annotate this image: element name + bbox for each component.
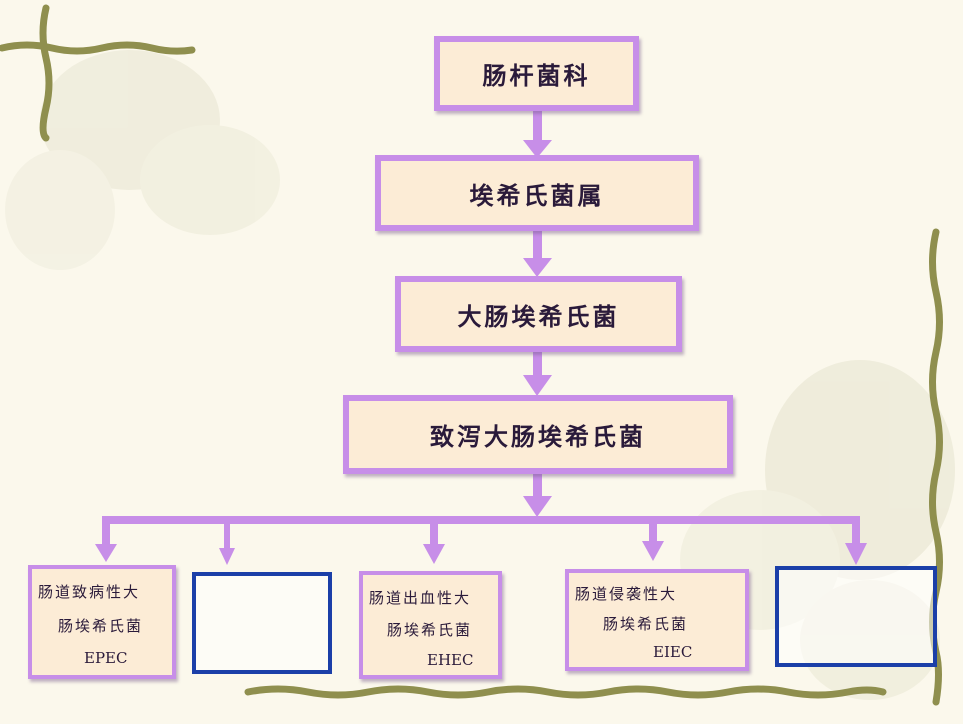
node-level1-label: 肠杆菌科 — [482, 61, 591, 90]
drop-4-arrowhead — [642, 541, 664, 561]
leaf-ehec-line1: 肠道出血性大 — [369, 589, 472, 607]
link-4-bus-arrowhead — [523, 496, 552, 517]
leaf-empty-box-1 — [192, 572, 332, 674]
leaf-epec: 肠道致病性大 肠埃希氏菌 EPEC — [28, 565, 176, 679]
leaf-eiec: 肠道侵袭性大 肠埃希氏菌 EIEC — [565, 569, 749, 671]
leaf-eiec-line1: 肠道侵袭性大 — [575, 585, 678, 603]
link-2-3-arrowhead — [523, 258, 552, 277]
drop-1-arrowhead — [95, 544, 117, 562]
leaf-eiec-code: EIEC — [653, 643, 693, 661]
drop-2-arrowhead — [219, 548, 235, 565]
node-level2-label: 埃希氏菌属 — [469, 180, 605, 210]
leaf-ehec-line2: 肠埃希氏菌 — [387, 621, 473, 639]
link-3-4-shaft — [533, 352, 542, 386]
node-level3-label: 大肠埃希氏菌 — [457, 301, 620, 331]
link-1-2-shaft — [533, 110, 542, 150]
drop-5-arrowhead — [845, 543, 867, 565]
link-3-4-arrowhead — [523, 375, 552, 396]
leaf-empty-box-2 — [775, 566, 937, 667]
drop-4-shaft — [649, 516, 657, 544]
leaf-epec-line2: 肠埃希氏菌 — [58, 617, 144, 635]
node-level4-label: 致泻大肠埃希氏菌 — [430, 422, 646, 451]
flower-blob-top-left-2 — [140, 125, 280, 235]
node-level1: 肠杆菌科 — [434, 36, 639, 111]
leaf-eiec-line2: 肠埃希氏菌 — [603, 615, 689, 633]
node-level3: 大肠埃希氏菌 — [395, 276, 682, 352]
vine-top-left-vertical — [39, 4, 53, 142]
vine-top-left-horizontal — [0, 41, 196, 55]
link-4-bus-shaft — [533, 474, 542, 504]
drop-1-shaft — [102, 516, 110, 546]
node-level4: 致泻大肠埃希氏菌 — [343, 395, 733, 474]
branch-bus — [102, 516, 860, 524]
vine-bottom-horizontal — [244, 685, 887, 699]
drop-3-arrowhead — [423, 544, 445, 564]
leaf-epec-code: EPEC — [84, 649, 128, 667]
link-2-3-shaft — [533, 230, 542, 267]
leaf-epec-line1: 肠道致病性大 — [38, 583, 141, 601]
drop-3-shaft — [430, 516, 438, 546]
drop-2-shaft — [224, 516, 230, 548]
drop-5-shaft — [852, 516, 860, 544]
leaf-ehec-code: EHEC — [427, 651, 474, 669]
leaf-ehec: 肠道出血性大 肠埃希氏菌 EHEC — [359, 571, 502, 679]
flower-blob-top-left-3 — [5, 150, 115, 270]
link-1-2-arrowhead — [523, 140, 552, 158]
node-level2: 埃希氏菌属 — [375, 155, 699, 231]
